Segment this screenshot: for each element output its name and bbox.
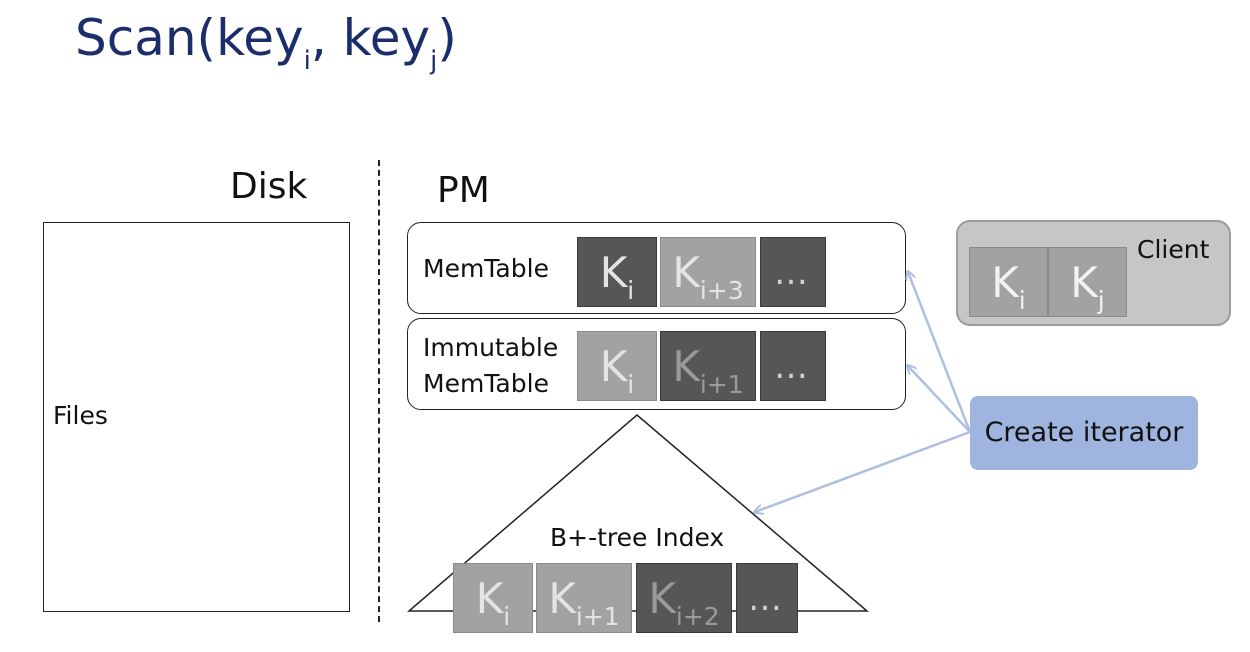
slide-title: Scan(keyi, keyj) — [75, 2, 457, 97]
arrow-to-btree — [755, 430, 971, 512]
immutable-label-line2: MemTable — [423, 369, 549, 398]
client-cell-ki: Ki — [969, 247, 1048, 317]
arrow-to-memtable — [908, 272, 972, 433]
client-cell-kj: Kj — [1048, 247, 1127, 317]
pm-heading: PM — [437, 170, 490, 211]
create-iterator-box: Create iterator — [970, 396, 1198, 470]
memtable-cell-ki3: Ki+3 — [660, 237, 756, 307]
disk-pm-divider — [378, 160, 380, 622]
title-subscript-i: i — [303, 46, 311, 76]
title-text: Scan(key — [75, 9, 304, 67]
disk-files-box — [43, 222, 350, 612]
client-label: Client — [1137, 235, 1210, 264]
btree-cell-ki2: Ki+2 — [636, 563, 732, 633]
immutable-cell-ki1: Ki+1 — [660, 331, 756, 401]
title-text-close: ) — [437, 9, 457, 67]
title-subscript-j: j — [430, 46, 438, 76]
memtable-cell-ellipsis: … — [760, 237, 826, 307]
immutable-cell-ki: Ki — [577, 331, 657, 401]
btree-cell-ki: Ki — [453, 563, 533, 633]
title-text-separator: , key — [310, 9, 431, 67]
files-label: Files — [53, 401, 108, 430]
immutable-label-line1: Immutable — [423, 333, 559, 362]
memtable-cell-ki: Ki — [577, 237, 657, 307]
immutable-cell-ellipsis: … — [760, 331, 826, 401]
disk-heading: Disk — [230, 166, 308, 207]
memtable-label: MemTable — [423, 254, 549, 283]
btree-cell-ellipsis: … — [736, 563, 798, 633]
btree-label: B+-tree Index — [550, 523, 725, 552]
btree-cell-ki1: Ki+1 — [536, 563, 632, 633]
arrow-to-immutable — [908, 366, 971, 433]
